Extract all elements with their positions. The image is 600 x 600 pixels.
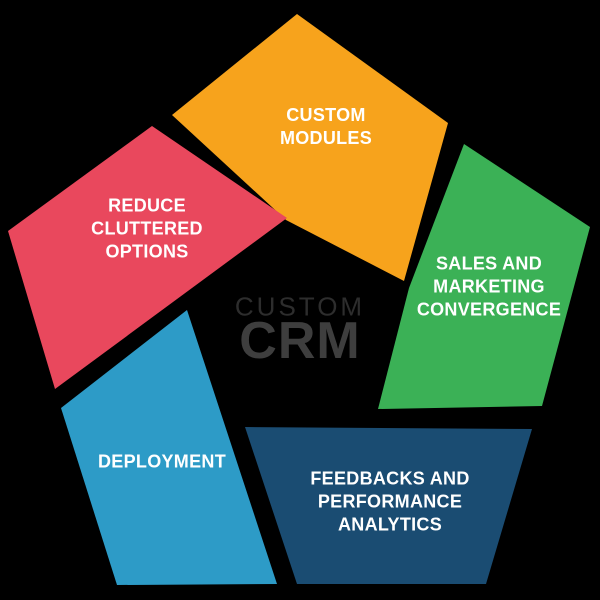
segment-label-sales-and-marketing-convergence: SALES AND MARKETING CONVERGENCE	[416, 253, 562, 320]
segment-label-deployment: DEPLOYMENT	[97, 451, 227, 472]
segment-label-feedbacks-and-performance-analytics: FEEDBACKS AND PERFORMANCE ANALYTICS	[310, 468, 470, 535]
center-title-crm: CRM	[239, 312, 361, 370]
segment-shape-reduce-cluttered-options	[8, 126, 287, 389]
center-title-custom: CUSTOM	[234, 291, 366, 322]
segment-label-custom-modules: CUSTOM MODULES	[279, 105, 373, 148]
segment-shape-sales-and-marketing-convergence	[378, 144, 590, 409]
segment-shape-custom-modules	[172, 14, 448, 281]
segment-shape-deployment	[61, 310, 277, 585]
segment-label-reduce-cluttered-options: REDUCE CLUTTERED OPTIONS	[91, 195, 203, 262]
segment-shape-feedbacks-and-performance-analytics	[245, 427, 532, 584]
